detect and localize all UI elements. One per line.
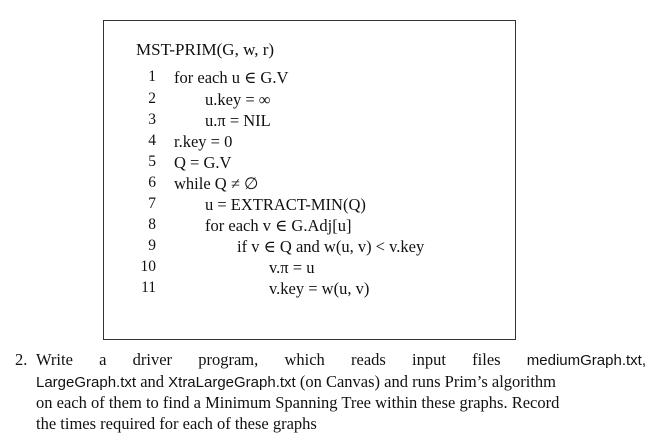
question-line: LargeGraph.txt and XtraLargeGraph.txt (o… <box>36 372 646 394</box>
line-code: for each u ∈ G.V <box>174 68 289 87</box>
line-number: 11 <box>141 279 156 296</box>
line-code: for each v ∈ G.Adj[u] <box>205 216 352 235</box>
filename-large: LargeGraph.txt <box>36 373 137 391</box>
line-code: u.key = ∞ <box>205 90 271 109</box>
line-number: 10 <box>140 258 157 275</box>
question-text-run: (on Canvas) and runs Prim’s algorithm <box>295 371 557 391</box>
line-number: 7 <box>148 195 156 212</box>
line-code: if v ∈ Q and w(u, v) < v.key <box>237 237 425 256</box>
line-number: 5 <box>148 153 156 170</box>
line-number: 6 <box>148 174 156 191</box>
line-code: v.key = w(u, v) <box>269 279 370 298</box>
line-code: u = EXTRACT-MIN(Q) <box>205 195 366 214</box>
line-code: u.π = NIL <box>205 111 271 130</box>
line-number: 4 <box>148 132 156 149</box>
question-line: the times required for each of these gra… <box>36 413 317 433</box>
filename-xtralarge: XtraLargeGraph.txt <box>168 373 296 391</box>
line-code: Q = G.V <box>174 153 232 172</box>
line-number: 1 <box>148 68 156 85</box>
line-number: 9 <box>148 237 156 254</box>
question-number: 2. <box>15 350 28 369</box>
question-line: on each of them to find a Minimum Spanni… <box>36 393 560 412</box>
line-number: 2 <box>148 90 156 107</box>
line-code: while Q ≠ ∅ <box>174 174 259 193</box>
question-text: Write a driver program, which reads inpu… <box>36 350 646 434</box>
question-line: Write a driver program, which reads inpu… <box>36 350 646 372</box>
filename-medium: mediumGraph.txt, <box>526 352 646 369</box>
line-number: 3 <box>148 111 156 128</box>
question-text-run: Write a driver program, which reads inpu… <box>36 350 527 369</box>
line-code: v.π = u <box>269 258 315 277</box>
line-code: r.key = 0 <box>174 132 233 151</box>
line-number: 8 <box>148 216 156 233</box>
algorithm-box: MST-PRIM(G, w, r) 1 for each u ∈ G.V 2 u… <box>103 20 516 340</box>
question-text-run: and <box>136 371 169 391</box>
algorithm-title: MST-PRIM(G, w, r) <box>136 40 275 59</box>
